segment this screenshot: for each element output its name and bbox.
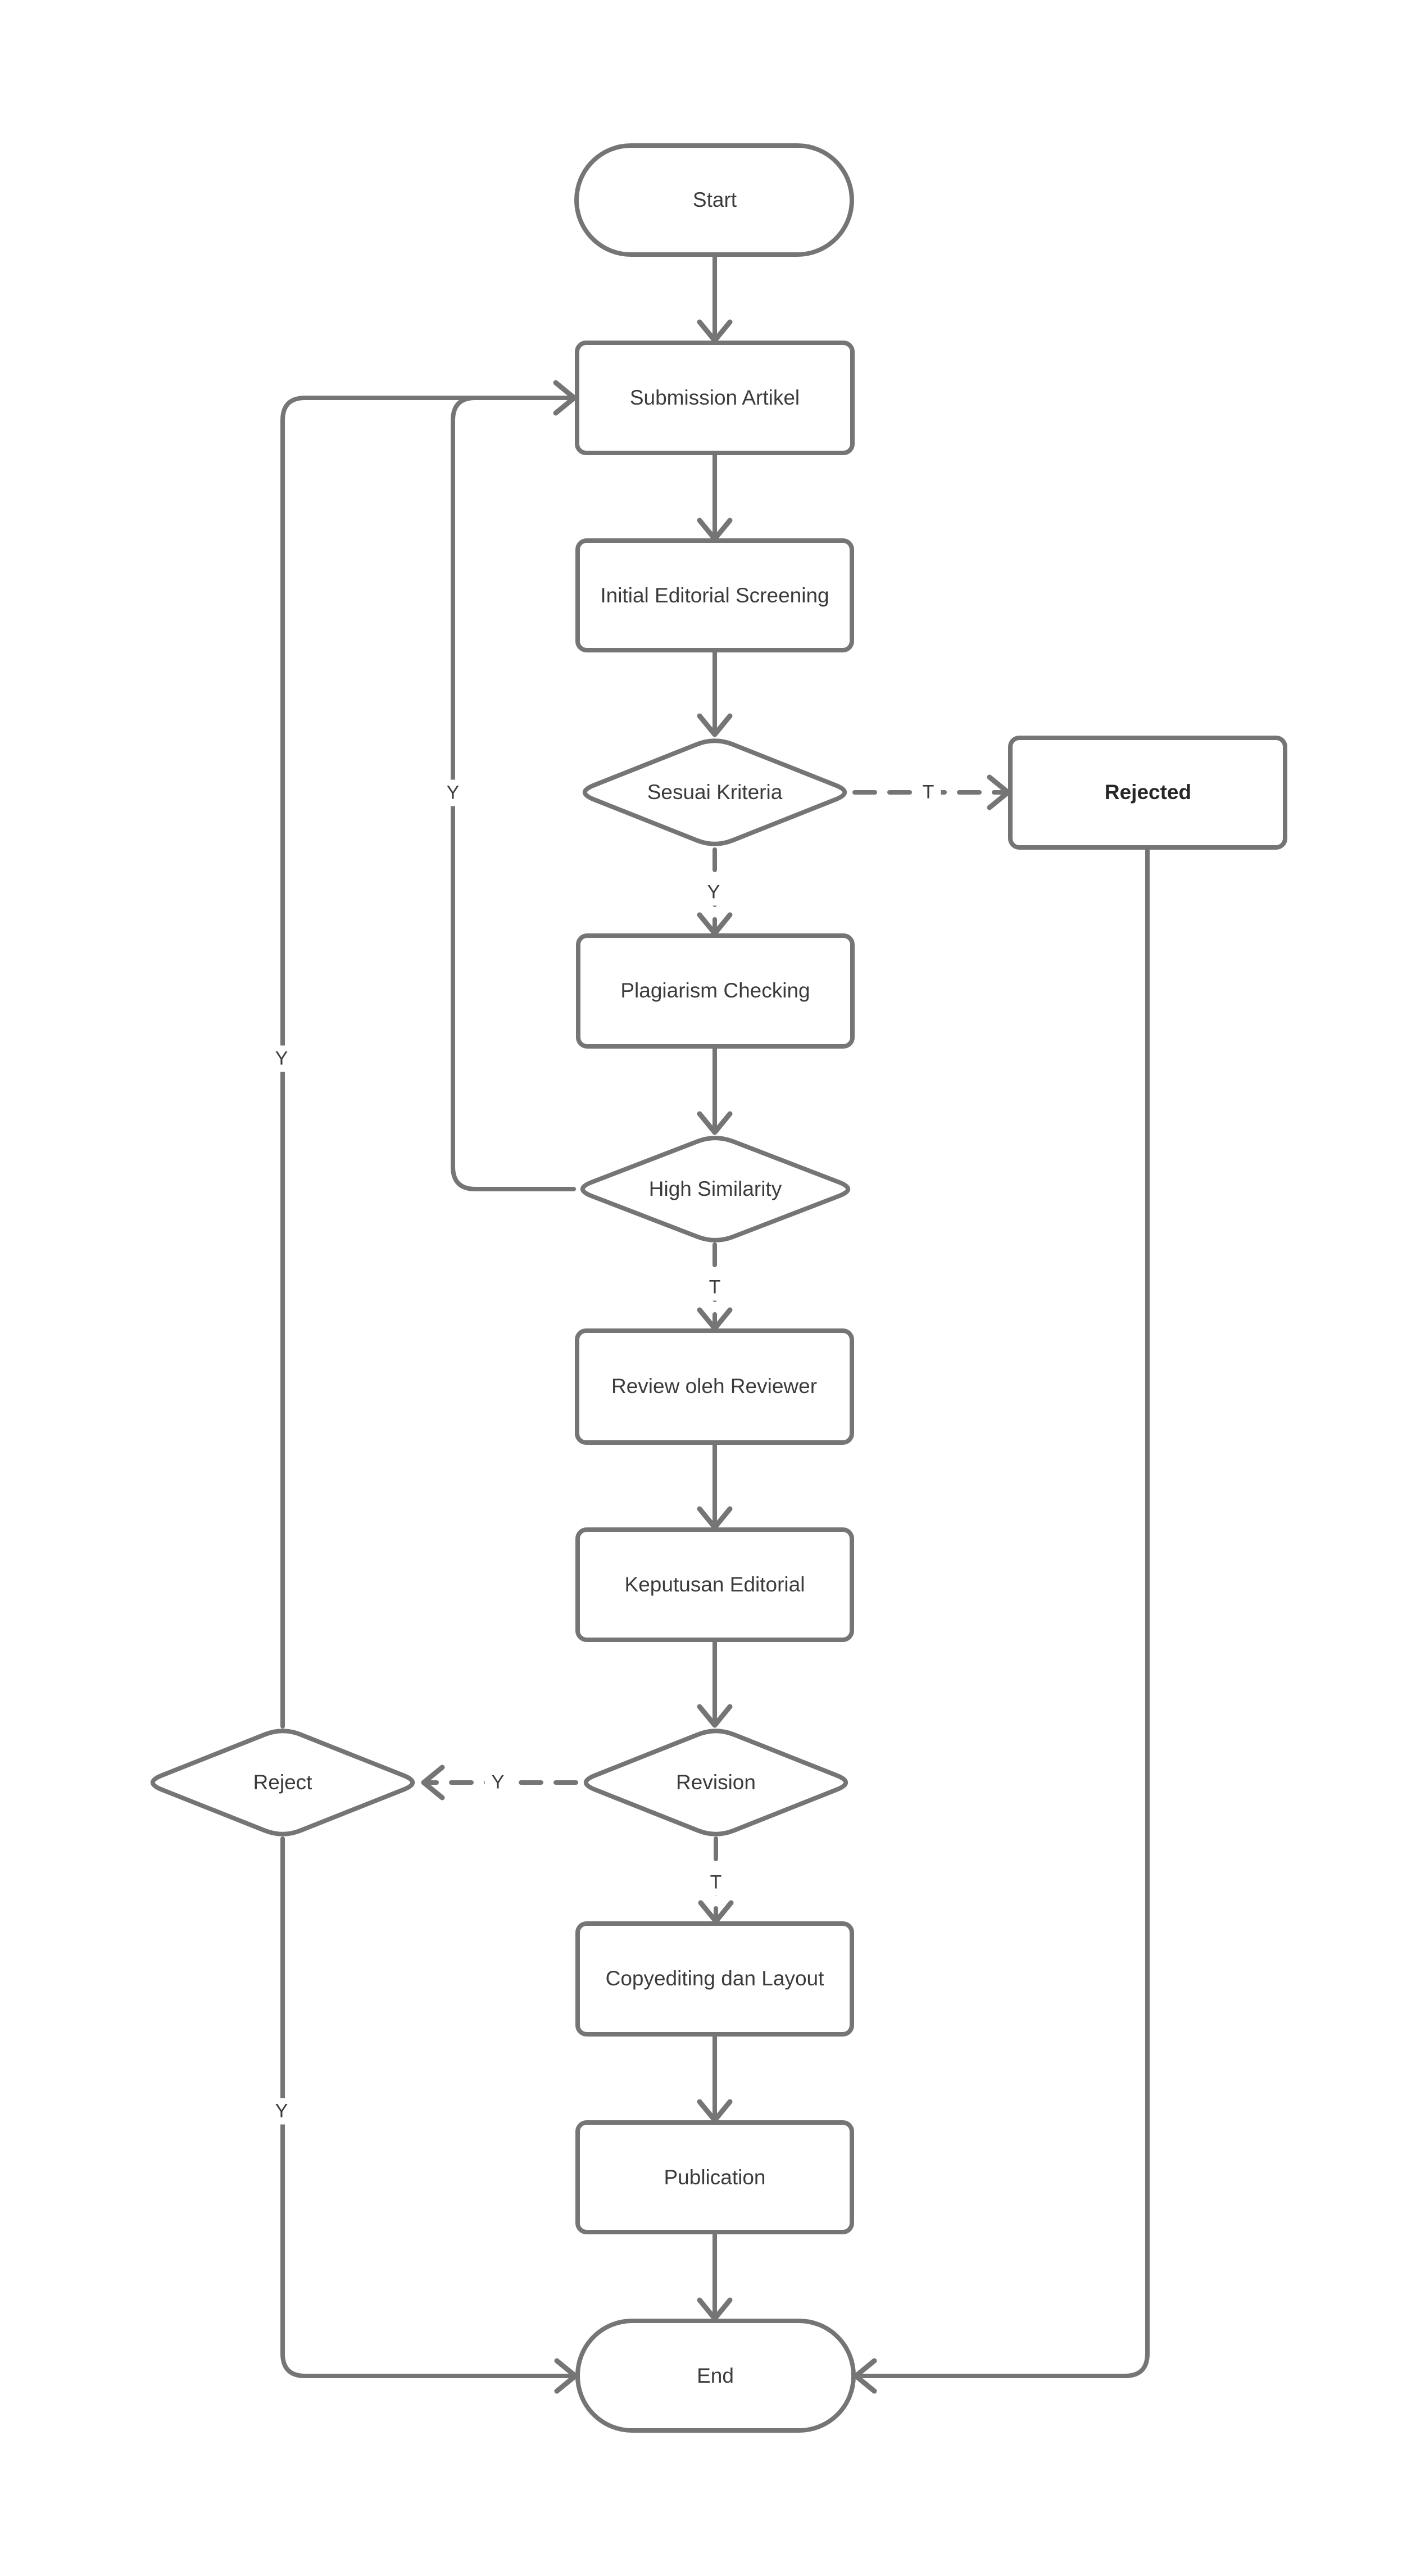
node-review-oleh-reviewer-shape: [575, 1328, 854, 1445]
node-start-shape: [574, 143, 854, 257]
arrowhead-plagiarism-checking-to-high-similarity: [697, 1111, 733, 1135]
edge-reject-to-end: [280, 1836, 573, 2378]
node-publication-shape: [575, 2120, 854, 2234]
node-reject-shape: [150, 1729, 415, 1836]
node-end-shape: [575, 2319, 856, 2433]
node-keputusan-editorial-shape: [575, 1527, 854, 1642]
node-rejected-shape: [1008, 736, 1287, 850]
node-high-similarity-shape: [580, 1136, 850, 1242]
node-initial-editorial-screening-shape: [575, 538, 854, 652]
node-layer: [150, 143, 1287, 2433]
arrowhead-revision-to-reject: [421, 1765, 445, 1801]
arrowhead-initial-editorial-screening-to-sesuai-kriteria: [697, 713, 733, 737]
edge-rejected-to-end: [857, 846, 1150, 2378]
node-revision-shape: [583, 1729, 848, 1836]
arrowhead-merge-to-submission-artikel: [553, 380, 577, 416]
node-submission-artikel-shape: [575, 341, 855, 455]
node-copyediting-dan-layout-shape: [575, 1921, 854, 2037]
arrowhead-keputusan-editorial-to-revision: [697, 1704, 733, 1728]
node-plagiarism-checking-shape: [576, 933, 855, 1049]
edge-reject-to-submission-artikel: [280, 396, 572, 1729]
node-sesuai-kriteria-shape: [582, 738, 847, 846]
edge-high-similarity-to-submission-artikel: [451, 396, 576, 1191]
